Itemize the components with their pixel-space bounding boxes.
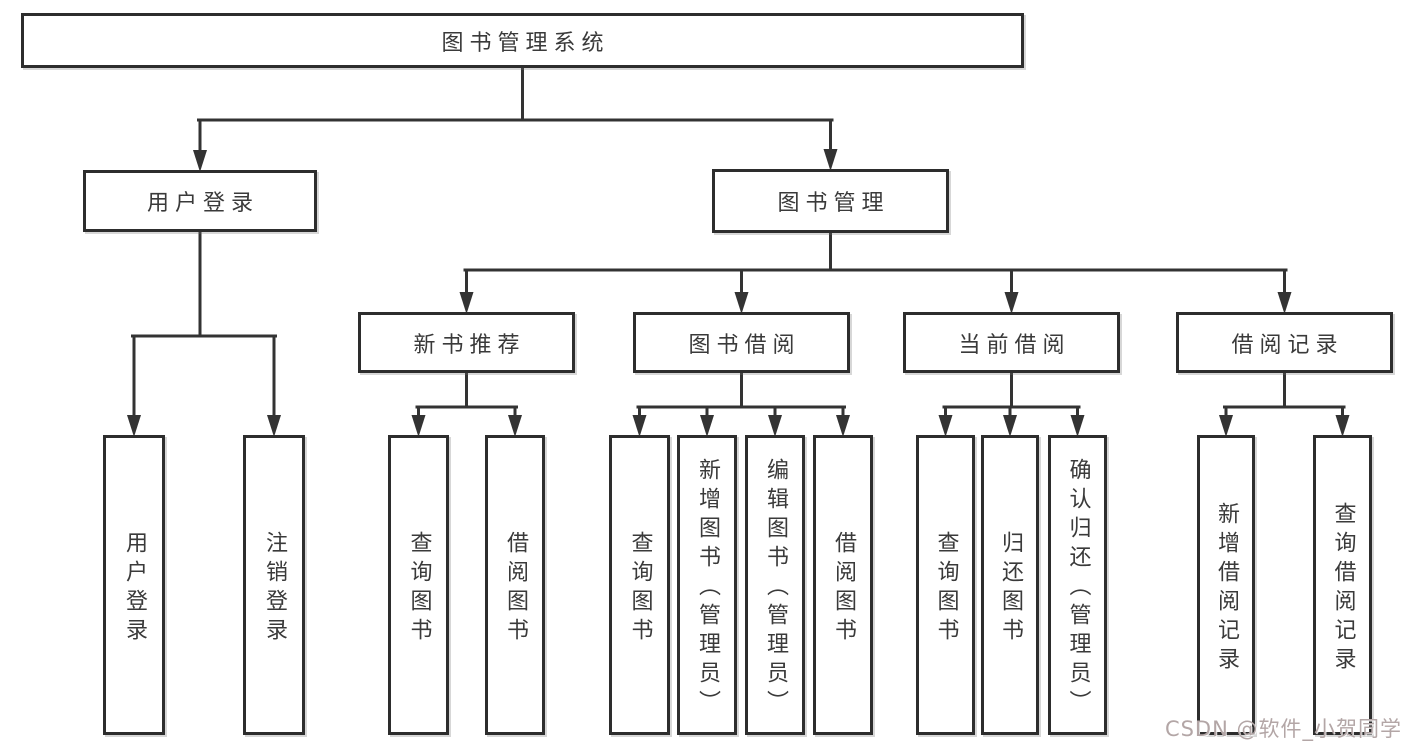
node-current-borrowing: 当前借阅 [903,312,1120,373]
leaf-label: 新增借阅记录 [1214,501,1239,676]
node-new-book-recommendation: 新书推荐 [358,312,575,373]
leaf-logout-login: 注销登录 [243,435,305,735]
leaf-label: 查询图书 [406,530,432,647]
leaf-query-books: 查询图书 [388,435,449,735]
leaf-edit-books-admin: 编辑图书（管理员） [745,435,805,735]
leaf-label: 用户登录 [122,530,147,647]
leaf-label: 新增图书（管理员） [695,458,720,719]
node-user-login: 用户登录 [83,170,317,232]
node-label: 图书管理系统 [441,30,610,56]
node-label: 当前借阅 [958,332,1071,358]
node-label: 新书推荐 [413,332,526,358]
leaf-add-books-admin: 新增图书（管理员） [677,435,737,735]
node-label: 借阅记录 [1231,332,1344,358]
leaf-confirm-return-admin: 确认归还（管理员） [1048,435,1107,735]
leaf-label: 归还图书 [998,530,1023,647]
leaf-label: 注销登录 [262,530,287,647]
leaf-label: 查询借阅记录 [1330,501,1356,676]
leaf-user-login: 用户登录 [103,435,165,735]
leaf-label: 查询图书 [627,530,653,647]
node-label: 用户登录 [146,191,259,216]
node-borrowing-records: 借阅记录 [1176,312,1393,373]
node-book-management: 图书管理 [712,169,949,233]
node-label: 图书管理 [777,191,890,216]
node-label: 图书借阅 [688,332,801,358]
leaf-borrow-books: 借阅图书 [813,435,873,735]
csdn-watermark: CSDN @软件_小贺同学 [1164,717,1402,741]
leaf-query-books: 查询图书 [916,435,975,735]
leaf-label: 编辑图书（管理员） [763,458,788,719]
leaf-query-books: 查询图书 [609,435,670,735]
leaf-return-books: 归还图书 [981,435,1039,735]
node-book-borrowing: 图书借阅 [633,312,850,373]
leaf-label: 借阅图书 [831,530,856,647]
leaf-label: 查询图书 [933,530,959,647]
leaf-add-borrow-record: 新增借阅记录 [1197,435,1255,735]
node-library-management-system: 图书管理系统 [21,13,1024,68]
leaf-label: 借阅图书 [503,530,528,647]
leaf-borrow-books: 借阅图书 [485,435,545,735]
leaf-label: 确认归还（管理员） [1065,458,1091,719]
leaf-query-borrow-record: 查询借阅记录 [1313,435,1372,735]
